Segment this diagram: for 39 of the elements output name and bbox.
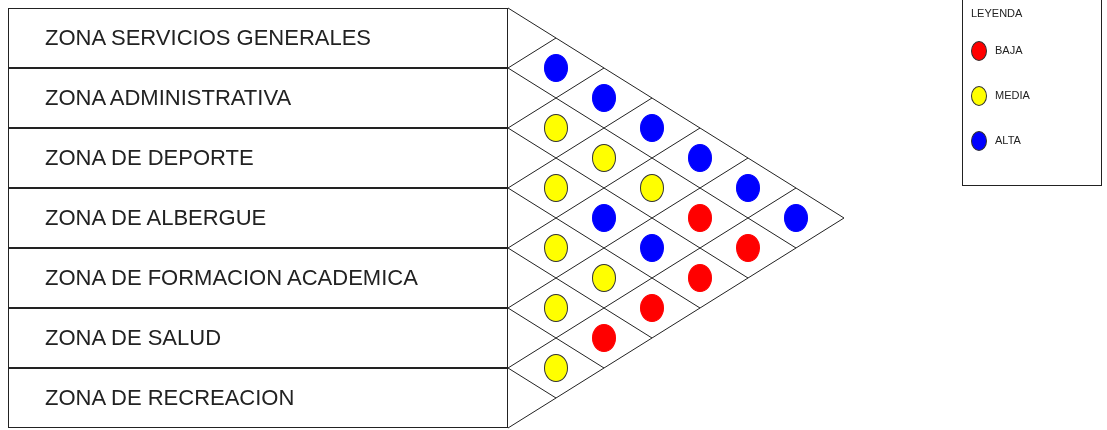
zone-row-box [8, 8, 508, 68]
rating-dot [544, 234, 568, 262]
rating-dot [640, 294, 664, 322]
rating-dot [640, 114, 664, 142]
rating-dot [544, 114, 568, 142]
rating-dot [592, 84, 616, 112]
zone-row-box [8, 128, 508, 188]
rating-dot [640, 174, 664, 202]
zone-label: ZONA DE DEPORTE [45, 145, 254, 171]
rating-dot [592, 264, 616, 292]
zone-label: ZONA DE SALUD [45, 325, 222, 351]
legend-label: ALTA [995, 134, 1021, 146]
rating-dot [592, 324, 616, 352]
rating-dot [544, 174, 568, 202]
rating-dot [736, 174, 760, 202]
rating-dot [592, 144, 616, 172]
rating-dot [688, 204, 712, 232]
zone-row-box [8, 68, 508, 128]
rating-dot [784, 204, 808, 232]
zone-label: ZONA DE FORMACION ACADEMICA [45, 265, 418, 291]
zone-label: ZONA DE RECREACION [45, 385, 295, 411]
zone-row-box [8, 368, 508, 428]
legend-label: BAJA [995, 44, 1023, 56]
rating-dot [544, 354, 568, 382]
rating-dot [592, 204, 616, 232]
rating-dot [736, 234, 760, 262]
zone-row-box [8, 248, 508, 308]
zone-row-box [8, 308, 508, 368]
rating-dot [544, 294, 568, 322]
legend-label: MEDIA [995, 89, 1030, 101]
zone-label: ZONA DE ALBERGUE [45, 205, 267, 231]
legend-title: LEYENDA [971, 7, 1023, 19]
rating-dot [688, 264, 712, 292]
rating-dot [544, 54, 568, 82]
zone-label: ZONA SERVICIOS GENERALES [45, 25, 372, 51]
rating-dot [688, 144, 712, 172]
zone-label: ZONA ADMINISTRATIVA [45, 85, 292, 111]
zone-row-box [8, 188, 508, 248]
rating-dot [640, 234, 664, 262]
